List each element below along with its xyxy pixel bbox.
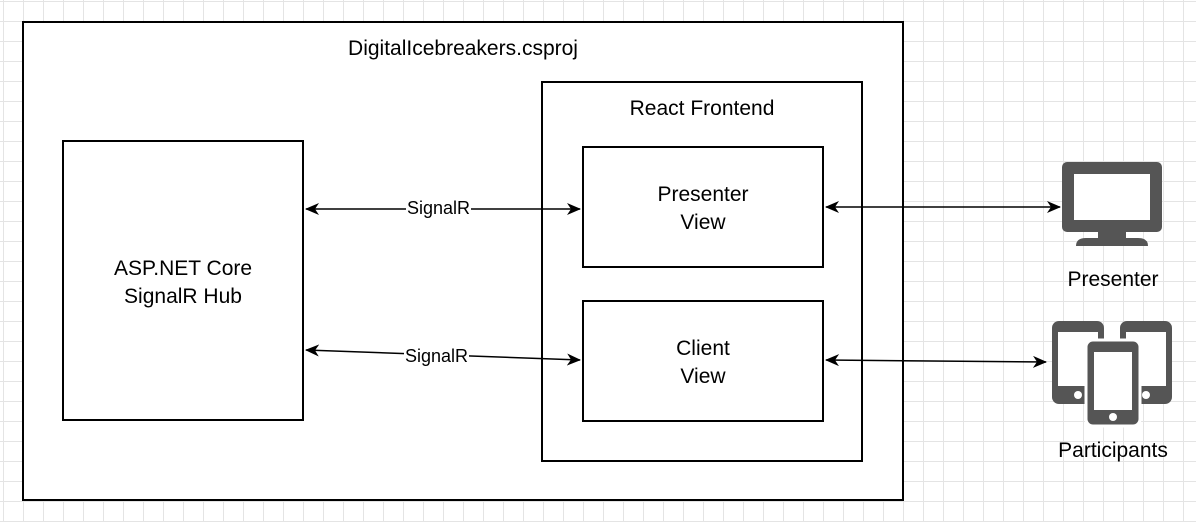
presenter-view-line1: Presenter: [657, 183, 749, 206]
signalr-edge-bottom-label: SignalR: [404, 345, 470, 367]
hub-label-line1: ASP.NET Core: [113, 257, 253, 280]
mobile-phones-icon: [1052, 321, 1172, 428]
project-title: DigitalIcebreakers.csproj: [348, 37, 578, 60]
signalr-edge-top-label: SignalR: [406, 197, 472, 219]
client-view-box: Client View: [582, 300, 824, 422]
presenter-view-line2: View: [680, 211, 726, 234]
presenter-actor-label: Presenter: [1067, 268, 1159, 291]
participants-actor-label: Participants: [1058, 439, 1168, 462]
client-view-line1: Client: [676, 337, 730, 360]
presenter-view-box: Presenter View: [582, 146, 824, 268]
client-view-line2: View: [680, 365, 726, 388]
participants-edge: [825, 354, 1047, 368]
monitor-icon: [1062, 162, 1162, 246]
react-frontend-title: React Frontend: [629, 97, 775, 120]
hub-label-line2: SignalR Hub: [124, 285, 242, 308]
signalr-hub-box: ASP.NET Core SignalR Hub: [62, 140, 304, 421]
